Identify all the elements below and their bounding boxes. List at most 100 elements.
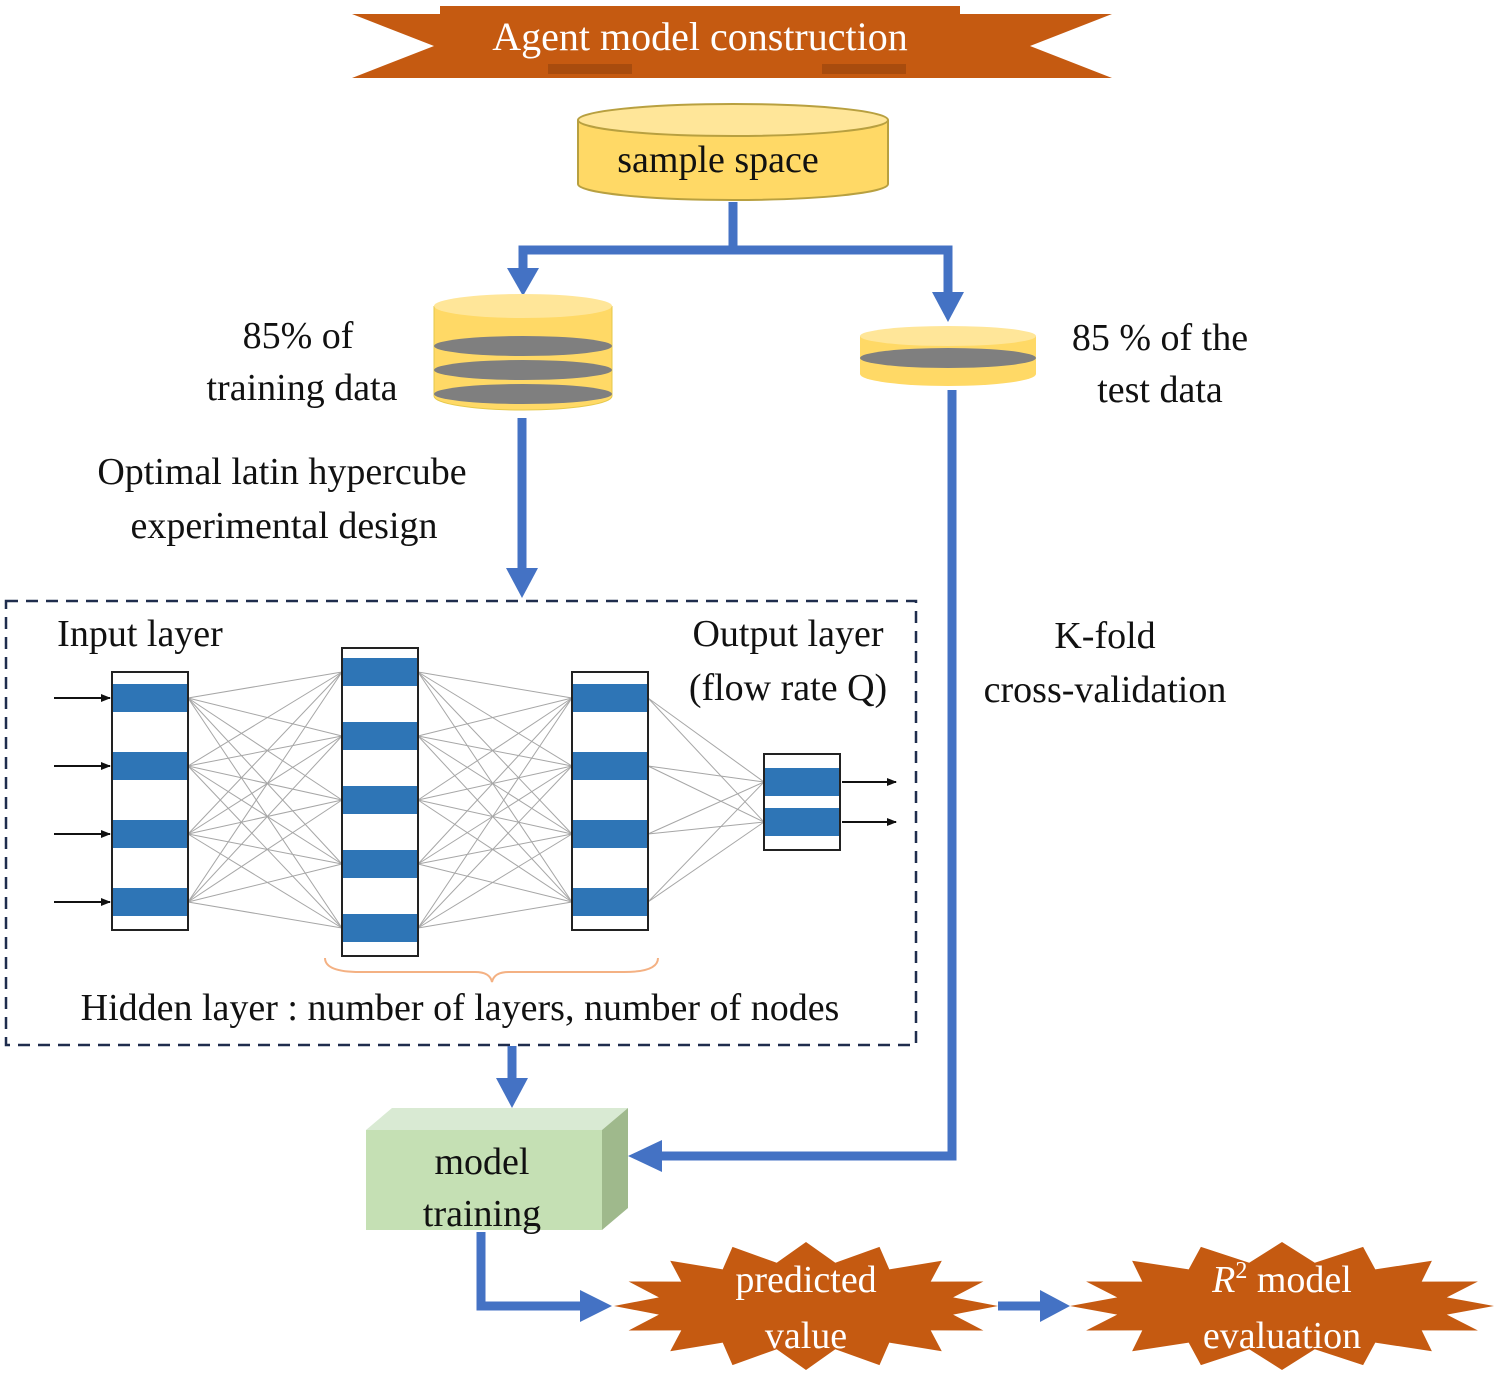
network-connection: [647, 821, 765, 903]
network-connection: [417, 671, 573, 903]
network-connection: [187, 671, 343, 903]
input-layer-node: [113, 684, 187, 712]
network-connection: [417, 697, 573, 801]
kfold-line1: K-fold: [1054, 615, 1155, 657]
training-data-line1: 85% of: [243, 315, 354, 357]
network-connection: [417, 697, 573, 929]
test-data-cylinder: [860, 326, 1036, 386]
evaluation-line2: evaluation: [1203, 1315, 1361, 1357]
network-connection: [187, 863, 343, 903]
input-layer-node: [113, 820, 187, 848]
kfold-line2: cross-validation: [984, 669, 1227, 711]
r-superscript: 2: [1235, 1258, 1247, 1284]
evaluation-model-word: model: [1247, 1259, 1351, 1301]
arrow-to-evaluation: [998, 1290, 1070, 1322]
network-connection: [647, 697, 765, 783]
test-data-line2: test data: [1097, 369, 1223, 411]
network-connection: [647, 765, 765, 783]
arrow-to-network: [506, 418, 538, 598]
input-layer-frame: [111, 671, 189, 931]
network-connection: [417, 671, 573, 699]
network-connection: [187, 735, 343, 767]
test-data-line1: 85 % of the: [1072, 317, 1248, 359]
arrow-to-predicted: [476, 1232, 612, 1322]
network-io-arrows: [54, 694, 897, 906]
network-box: [4, 599, 918, 1047]
model-evaluation-burst: R2 model evaluation: [1070, 1242, 1494, 1370]
network-connection: [647, 765, 765, 823]
hidden-layer-2-frame: [571, 671, 649, 931]
sample-space-label: sample space: [617, 139, 819, 181]
sample-space-cylinder: sample space: [577, 103, 889, 201]
network-connection: [417, 833, 573, 929]
network-connections: [187, 671, 765, 929]
output-layer-label-line1: Output layer: [692, 613, 883, 655]
network-connection: [187, 901, 343, 929]
arrow-to-training: [496, 1046, 528, 1108]
network-connection: [647, 781, 765, 903]
validation-arrow: [628, 390, 957, 1172]
network-connection: [417, 735, 573, 767]
network-connection: [187, 765, 343, 865]
banner-title: Agent model construction: [492, 14, 907, 59]
network-connection: [187, 697, 343, 865]
network-connection: [417, 765, 573, 865]
network-connection: [417, 833, 573, 865]
hidden-layer-2-node: [573, 684, 647, 712]
hidden-layer-brace: [324, 957, 659, 983]
network-connection: [417, 671, 573, 835]
predicted-value-burst: predicted value: [614, 1242, 998, 1370]
network-connection: [647, 821, 765, 835]
input-layer-node: [113, 888, 187, 916]
training-data-cylinder: [433, 294, 613, 411]
network-connection: [417, 799, 573, 835]
network-connection: [417, 735, 573, 903]
hidden-layer-1-node: [343, 786, 417, 814]
network-connection: [187, 799, 343, 835]
hidden-layer-1-node: [343, 914, 417, 942]
network-connection: [417, 697, 573, 737]
network-connection: [187, 671, 343, 835]
hidden-layer-1-node: [343, 658, 417, 686]
network-connection: [187, 671, 343, 699]
network-connection: [187, 697, 343, 737]
network-connection: [187, 765, 343, 929]
network-connection: [417, 799, 573, 903]
training-data-line2: training data: [207, 367, 398, 409]
input-layer-label: Input layer: [57, 613, 223, 655]
network-connection: [417, 697, 573, 865]
hidden-layer-2-node: [573, 752, 647, 780]
design-method-line1: Optimal latin hypercube: [97, 451, 466, 493]
network-connection: [187, 735, 343, 835]
network-connection: [417, 765, 573, 801]
model-training-line1: model: [435, 1141, 530, 1183]
network-connection: [187, 833, 343, 865]
hidden-layer-2-node: [573, 888, 647, 916]
network-connection: [187, 671, 343, 767]
hidden-layer-1-node: [343, 850, 417, 878]
evaluation-line1: R2 model: [1211, 1258, 1352, 1301]
network-connection: [417, 671, 573, 767]
hidden-layer-1-node: [343, 722, 417, 750]
model-training-line2: training: [423, 1193, 541, 1235]
banner: Agent model construction: [352, 6, 1112, 78]
network-connection: [647, 697, 765, 823]
split-arrows: [507, 202, 964, 322]
predicted-line2: value: [765, 1315, 847, 1357]
hidden-layer-label: Hidden layer : number of layers, number …: [81, 987, 840, 1029]
predicted-line1: predicted: [735, 1259, 876, 1301]
output-layer-label-line2: (flow rate Q): [689, 667, 887, 709]
network-connection: [187, 799, 343, 903]
network-connection: [187, 765, 343, 801]
network-layers: [111, 647, 841, 957]
model-training-box: model training: [366, 1108, 628, 1235]
network-connection: [187, 833, 343, 929]
network-connection: [187, 735, 343, 903]
design-method-line2: experimental design: [130, 505, 437, 547]
r-symbol: R: [1211, 1259, 1235, 1301]
output-layer-node: [765, 768, 839, 796]
input-layer-node: [113, 752, 187, 780]
network-connection: [187, 697, 343, 801]
